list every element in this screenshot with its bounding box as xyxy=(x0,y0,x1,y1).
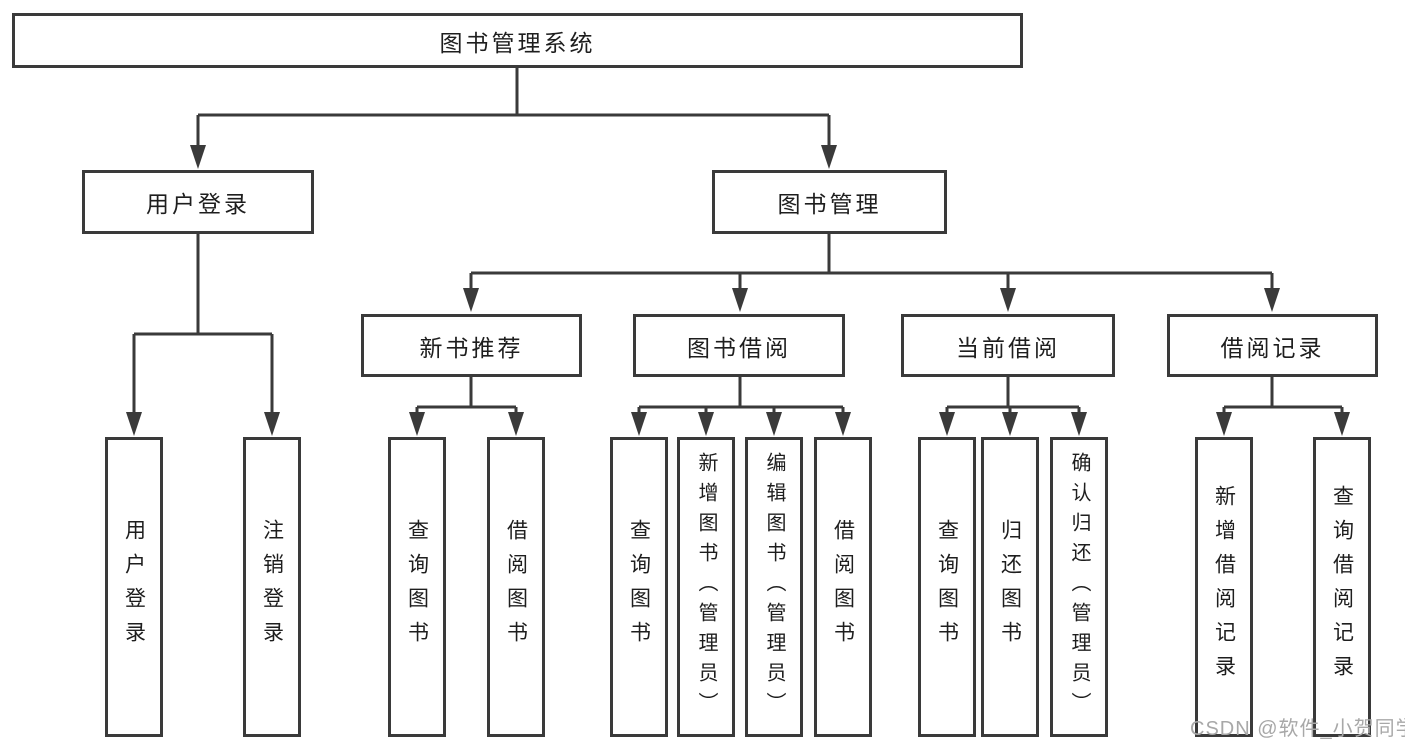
node-current-borrowing: 当前借阅 xyxy=(901,314,1115,377)
node-user-login: 用户登录 xyxy=(82,170,314,234)
node-new-book-recommendation: 新书推荐 xyxy=(361,314,582,377)
node-confirm-return-admin: 确认归还（管理员） xyxy=(1050,437,1108,737)
node-add-book-admin-label: 新增图书（管理员） xyxy=(695,452,717,722)
node-add-book-admin: 新增图书（管理员） xyxy=(677,437,735,737)
node-add-borrow-record-label: 新增借阅记录 xyxy=(1212,485,1236,689)
node-borrowing-borrow-books: 借阅图书 xyxy=(814,437,872,737)
node-user-login-label: 用户登录 xyxy=(146,191,250,217)
node-new-book-recommendation-label: 新书推荐 xyxy=(419,334,524,361)
node-edit-book-admin: 编辑图书（管理员） xyxy=(745,437,803,737)
node-book-management-label: 图书管理 xyxy=(777,191,882,217)
node-borrowing-records-label: 借阅记录 xyxy=(1220,334,1325,361)
node-add-borrow-record: 新增借阅记录 xyxy=(1195,437,1253,737)
node-query-borrow-record-label: 查询借阅记录 xyxy=(1330,485,1354,689)
node-recommend-borrow-books-label: 借阅图书 xyxy=(504,519,528,655)
node-book-management: 图书管理 xyxy=(712,170,947,234)
node-system-label: 图书管理系统 xyxy=(439,29,596,56)
node-borrowing-query-books: 查询图书 xyxy=(610,437,668,737)
node-login-label: 用户登录 xyxy=(122,519,146,655)
node-return-books-label: 归还图书 xyxy=(998,519,1022,655)
node-login: 用户登录 xyxy=(105,437,163,737)
node-borrowing-borrow-books-label: 借阅图书 xyxy=(831,519,855,655)
csdn-watermark: CSDN @软件_小贺同学 xyxy=(1190,718,1405,740)
arrowheads xyxy=(126,145,1350,436)
node-recommend-borrow-books: 借阅图书 xyxy=(487,437,545,737)
node-current-query-books-label: 查询图书 xyxy=(935,519,959,655)
node-borrowing-query-books-label: 查询图书 xyxy=(627,519,651,655)
node-recommend-query-books: 查询图书 xyxy=(388,437,446,737)
node-borrowing-records: 借阅记录 xyxy=(1167,314,1378,377)
node-edit-book-admin-label: 编辑图书（管理员） xyxy=(763,452,785,722)
node-return-books: 归还图书 xyxy=(981,437,1039,737)
node-book-borrowing-label: 图书借阅 xyxy=(687,334,791,361)
node-recommend-query-books-label: 查询图书 xyxy=(405,519,429,655)
node-current-borrowing-label: 当前借阅 xyxy=(956,334,1060,361)
node-query-borrow-record: 查询借阅记录 xyxy=(1313,437,1371,737)
node-book-borrowing: 图书借阅 xyxy=(633,314,845,377)
node-logout: 注销登录 xyxy=(243,437,301,737)
node-logout-label: 注销登录 xyxy=(260,519,284,655)
node-system: 图书管理系统 xyxy=(12,13,1023,68)
node-current-query-books: 查询图书 xyxy=(918,437,976,737)
node-confirm-return-admin-label: 确认归还（管理员） xyxy=(1068,452,1090,722)
